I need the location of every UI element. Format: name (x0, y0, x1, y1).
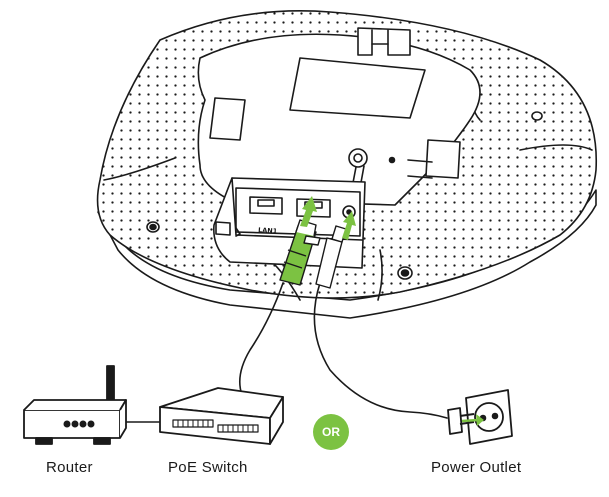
arrow-icon (300, 196, 356, 240)
poe-switch-icon (159, 387, 284, 445)
power-plug-icon (315, 225, 347, 289)
access-point-icon (96, 10, 598, 319)
power-outlet-label: Power Outlet (431, 459, 522, 476)
or-badge: OR (313, 414, 349, 450)
port-label-lan1: LAN1 (258, 226, 278, 235)
ethernet-plug-icon (279, 219, 321, 286)
poe-switch-label: PoE Switch (168, 459, 248, 476)
ethernet-cable (239, 282, 284, 396)
power-cable (313, 282, 448, 419)
router-icon (23, 365, 127, 445)
router-label: Router (46, 459, 93, 476)
power-outlet-icon (447, 389, 513, 445)
